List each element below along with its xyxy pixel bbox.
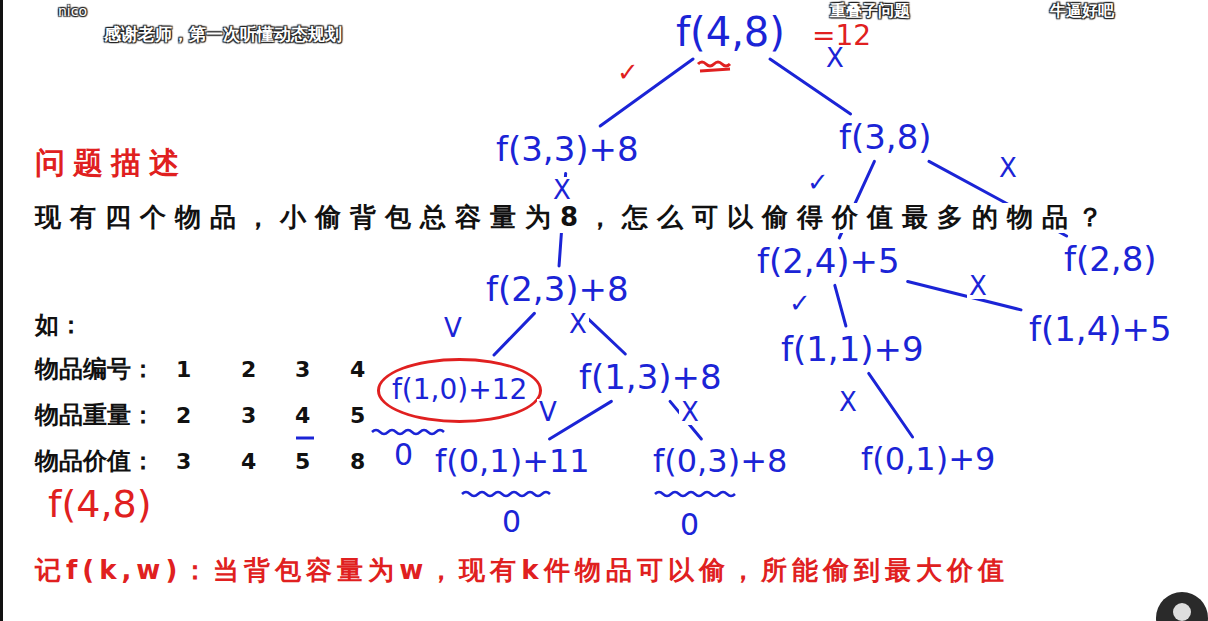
table-cell: 2 bbox=[176, 403, 191, 428]
subproblem-node: f(1,1)+9 bbox=[776, 329, 929, 370]
table-cell: 8 bbox=[350, 449, 365, 474]
node-text: f(2,4)+5 bbox=[757, 241, 900, 281]
tree-branch bbox=[835, 285, 846, 326]
node-text: f(0,1)+9 bbox=[861, 440, 995, 478]
definition-note: 记f(k,w)：当背包容量为w，现有k件物品可以偷，所能偷到最大价值 bbox=[35, 556, 1009, 586]
choice-mark: X bbox=[967, 273, 989, 299]
node-text: f(1,4)+5 bbox=[1029, 309, 1172, 349]
subproblem-node: f(2,3)+8 bbox=[481, 269, 634, 310]
red-underline bbox=[698, 62, 730, 66]
table-cell: 1 bbox=[176, 357, 191, 382]
row-header: 物品重量： bbox=[35, 402, 155, 430]
node-text: f(0,3)+8 bbox=[653, 442, 787, 480]
choice-mark: ✓ bbox=[787, 290, 813, 316]
choice-mark: V bbox=[442, 315, 464, 341]
node-text: f(1,1)+9 bbox=[781, 329, 924, 369]
choice-mark: X bbox=[679, 399, 701, 425]
table-cell: 4 bbox=[350, 357, 365, 382]
subproblem-node: f(0,1)+9 bbox=[856, 440, 1000, 479]
table-cell: 3 bbox=[176, 449, 191, 474]
subproblem-node: f(4,8) bbox=[671, 8, 790, 56]
example-label: 如： bbox=[35, 312, 83, 340]
tree-branch bbox=[494, 313, 534, 355]
node-text: f(3,8) bbox=[839, 117, 932, 157]
circled-subproblem: f(1,0)+12 bbox=[377, 358, 542, 423]
node-text: f(0,1)+11 bbox=[435, 442, 590, 480]
problem-statement: 现有四个物品，小偷背包总容量为8，怎么可以偷得价值最多的物品？ bbox=[35, 203, 1112, 233]
result-value: 0 bbox=[394, 438, 413, 473]
table-cell: 3 bbox=[295, 357, 310, 382]
table-cell: 3 bbox=[241, 403, 256, 428]
danmaku-comment: nico bbox=[58, 3, 87, 19]
subproblem-node: f(2,4)+5 bbox=[752, 241, 905, 282]
row-header: 物品价值： bbox=[35, 448, 155, 476]
choice-mark: ✓ bbox=[805, 169, 831, 195]
subproblem-node: f(3,3)+8 bbox=[491, 129, 644, 170]
choice-mark: X bbox=[837, 389, 859, 415]
red-underline bbox=[700, 69, 730, 71]
subproblem-node: f(3,8) bbox=[834, 117, 937, 158]
result-value: 0 bbox=[502, 505, 521, 540]
result-value: 0 bbox=[680, 508, 699, 543]
subproblem-node: f(1,4)+5 bbox=[1024, 309, 1177, 350]
subproblem-node: f(1,3)+8 bbox=[574, 357, 727, 398]
wavy-underline bbox=[462, 492, 550, 496]
danmaku-comment: 牛逼好吧 bbox=[1050, 2, 1114, 20]
row-header: 物品编号： bbox=[35, 356, 155, 384]
table-cell: 5 bbox=[295, 449, 310, 474]
handwritten-note: f(4,8) bbox=[48, 483, 151, 527]
tree-branch bbox=[869, 373, 913, 437]
table-cell: 2 bbox=[241, 357, 256, 382]
choice-mark: X bbox=[824, 45, 846, 71]
avatar bbox=[1156, 592, 1208, 621]
frame-edge bbox=[0, 0, 3, 621]
choice-mark: ✓ bbox=[615, 59, 641, 85]
subproblem-node: f(0,3)+8 bbox=[648, 442, 792, 481]
choice-mark: X bbox=[567, 311, 589, 337]
table-cell: 5 bbox=[350, 403, 365, 428]
blue-underline bbox=[296, 437, 314, 440]
tree-branch bbox=[582, 313, 625, 354]
tree-branch bbox=[908, 282, 1021, 310]
slide-heading: 问题描述 bbox=[35, 146, 187, 181]
choice-mark: X bbox=[997, 155, 1019, 181]
table-cell: 4 bbox=[295, 403, 310, 428]
choice-mark: X bbox=[551, 177, 573, 203]
node-text: f(1,3)+8 bbox=[579, 357, 722, 397]
subproblem-node: f(2,8) bbox=[1059, 239, 1162, 280]
node-text: f(2,8) bbox=[1064, 239, 1157, 279]
table-cell: 4 bbox=[241, 449, 256, 474]
tree-branch bbox=[600, 59, 693, 126]
danmaku-comment: 重叠子问题 bbox=[830, 2, 910, 20]
avatar bbox=[1173, 603, 1191, 621]
danmaku-comment: 感谢老师，第一次听懂动态规划 bbox=[104, 25, 342, 45]
node-text: f(3,3)+8 bbox=[496, 129, 639, 169]
choice-mark: V bbox=[537, 399, 559, 425]
wavy-underline bbox=[372, 430, 444, 434]
wavy-underline bbox=[655, 492, 735, 496]
node-text: f(1,0)+12 bbox=[392, 373, 527, 406]
node-text: f(2,3)+8 bbox=[486, 269, 629, 309]
subproblem-node: f(0,1)+11 bbox=[430, 442, 595, 481]
node-text: f(4,8) bbox=[676, 9, 785, 55]
